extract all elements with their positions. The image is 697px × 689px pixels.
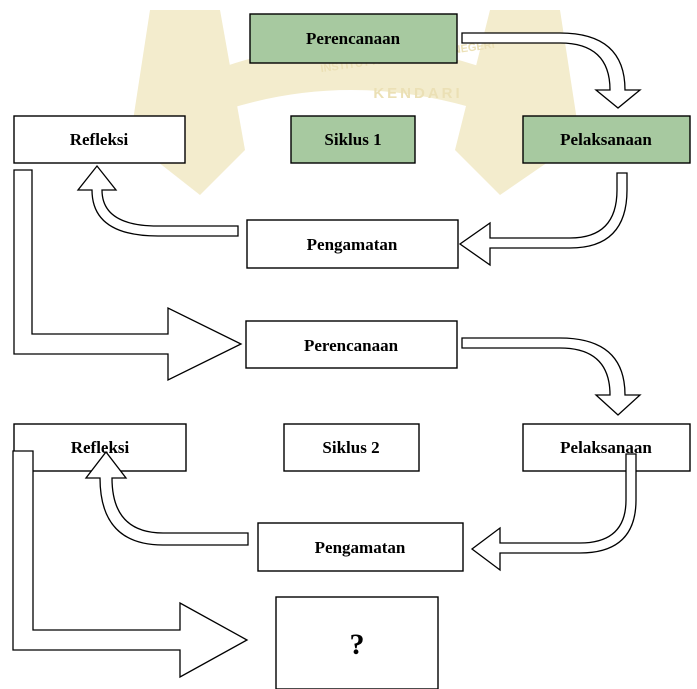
cycle2-reflection-label: Refleksi: [71, 438, 130, 457]
cycle2-action-to-observation-arrow: [470, 453, 637, 572]
cycle1-observation-node: Pengamatan: [246, 219, 459, 269]
cycle2-action-node: Pelaksanaan: [522, 423, 691, 472]
cycle2-planning-to-action-arrow: [461, 337, 642, 416]
cycle1-planning-node: Perencanaan: [249, 13, 458, 64]
cycle1-observation-to-reflection-arrow: [76, 164, 239, 237]
cycle2-planning-label: Perencanaan: [304, 336, 399, 355]
cycle2-observation-to-reflection-arrow: [84, 450, 249, 546]
next-cycle-node: ?: [275, 596, 439, 689]
cycle1-action-node: Pelaksanaan: [522, 115, 691, 164]
cycle1-title-node: Siklus 1: [290, 115, 416, 164]
cycle1-reflection-node: Refleksi: [13, 115, 186, 164]
cycle1-title-label: Siklus 1: [324, 130, 381, 149]
cycle2-observation-label: Pengamatan: [315, 538, 406, 557]
next-cycle-label: ?: [350, 628, 365, 661]
cycle2-planning-node: Perencanaan: [245, 320, 458, 369]
cycle-2: Perencanaan Refleksi Siklus 2 Pelaksanaa…: [12, 320, 691, 679]
cycle2-title-node: Siklus 2: [283, 423, 420, 472]
cycle2-reflection-to-next-arrow: [12, 450, 249, 679]
cycle-1: Perencanaan Refleksi Siklus 1 Pelaksanaa…: [13, 13, 691, 382]
cycle1-planning-label: Perencanaan: [306, 29, 401, 48]
cycle1-reflection-label: Refleksi: [70, 130, 129, 149]
cycle1-reflection-to-cycle2-planning-arrow: [13, 169, 243, 382]
cycle2-observation-node: Pengamatan: [257, 522, 464, 572]
watermark-text-city: KENDARI: [373, 85, 462, 102]
cycle1-action-to-observation-arrow: [458, 172, 628, 267]
cycle2-title-label: Siklus 2: [322, 438, 379, 457]
cycle1-planning-to-action-arrow: [461, 32, 642, 109]
cycle2-action-label: Pelaksanaan: [560, 438, 652, 457]
cycle2-reflection-node: Refleksi: [13, 423, 187, 472]
cycle1-action-label: Pelaksanaan: [560, 130, 652, 149]
cycle1-observation-label: Pengamatan: [307, 235, 398, 254]
